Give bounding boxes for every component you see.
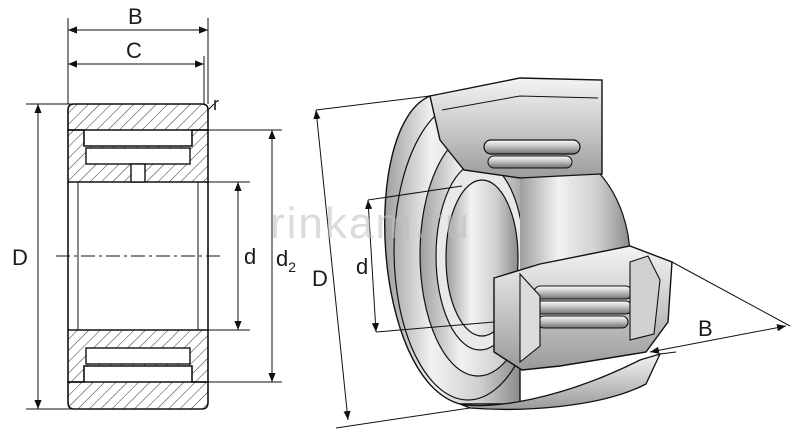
label-r: r [213,94,219,114]
roller-bottom [85,347,191,365]
label-d2: d2 [276,246,296,275]
watermark: rinkam.ru [270,199,471,248]
roller-3d-lower-3 [537,315,629,329]
label-d-right: d [356,254,368,279]
label-D-right: D [312,266,328,291]
lubrication-hole [130,163,146,183]
roller-top [85,147,191,165]
label-d: d [244,244,256,269]
dim-B-right [649,324,787,354]
cutaway-view: D d B [312,77,791,429]
dim-d-right [364,199,380,333]
section-view: B C r D d d2 [12,4,296,410]
roller-3d-lower-2 [533,300,633,315]
label-B-top: B [128,4,143,29]
roller-3d-lower-1 [533,285,633,300]
label-D-left: D [12,245,28,270]
outer-ring-top-section [67,103,209,131]
label-B-right: B [698,316,713,341]
roller-3d-top [483,139,581,155]
dim-D-right [313,109,351,421]
outer-ring-bottom-band [459,352,662,411]
outer-ring-bottom-section [67,381,209,410]
label-C: C [126,38,142,63]
